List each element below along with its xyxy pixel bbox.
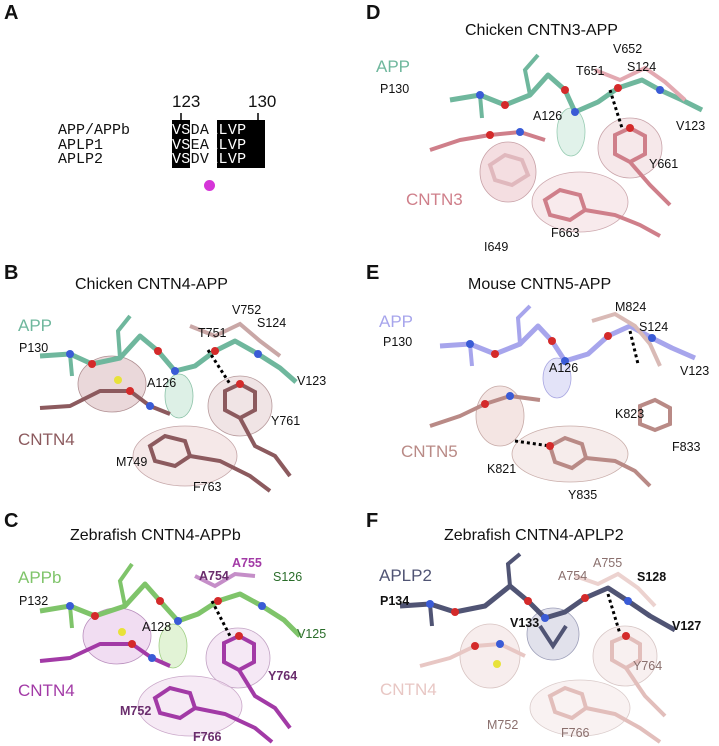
residue-label: Y835 [568, 488, 598, 502]
sequence-row: VSEALLVP [172, 136, 247, 154]
sequence-name: APLP1 [58, 136, 104, 154]
seq-variable: EA [190, 136, 210, 154]
residue-label: A755 [232, 556, 262, 570]
residue-label: V125 [297, 627, 327, 641]
partner-chain-label: APP [376, 57, 411, 76]
residue-label: V123 [680, 364, 710, 378]
seq-variable: DV [190, 151, 210, 168]
panel-letter-f: F [366, 510, 379, 532]
residue-label: K823 [615, 407, 645, 421]
residue-label: Y764 [633, 659, 663, 673]
residue-label: M752 [487, 718, 519, 732]
alignment-names: APP/APPb APLP1 APLP2 [58, 122, 131, 168]
residue-label: Y764 [268, 669, 298, 683]
panel-title: Chicken CNTN3-APP [465, 22, 618, 39]
residue-label: F766 [561, 726, 590, 740]
sequence-row: VSDVLLVP [172, 151, 247, 168]
sequence-name: APP/APPb [58, 122, 131, 139]
residue-label: P130 [380, 82, 410, 96]
residue-label: A126 [147, 376, 177, 390]
molecular-structure-d [429, 53, 704, 238]
molecular-structure-f [399, 552, 677, 744]
molecular-structure-c [39, 562, 302, 744]
panel-letter-c: C [4, 510, 19, 532]
residue-number-start: 123 [172, 92, 201, 111]
panel-letter-b: B [4, 262, 19, 284]
residue-label: M752 [120, 704, 152, 718]
residue-label: A126 [549, 361, 579, 375]
residue-label: K821 [487, 462, 517, 476]
seq-variable: DA [190, 122, 210, 139]
molecular-structure-e [429, 304, 696, 488]
cntn-chain-label: CNTN3 [406, 190, 463, 209]
residue-label: S128 [637, 570, 667, 584]
partner-chain-label: APLP2 [379, 566, 432, 585]
partner-chain-label: APP [18, 316, 53, 335]
residue-label: P134 [380, 594, 410, 608]
alignment-sequences: VSDALLVP VSEALLVP VSDVLLVP [172, 122, 247, 168]
panel-letter-e: E [366, 262, 380, 284]
residue-label: Y761 [271, 414, 301, 428]
seq-conserved: LLVP [209, 122, 247, 139]
seq-conserved: LLVP [209, 136, 247, 154]
residue-label: V123 [297, 374, 327, 388]
residue-label: V652 [613, 42, 643, 56]
residue-number-end: 130 [248, 92, 277, 111]
partner-chain-label: APPb [18, 568, 62, 587]
seq-conserved: VS [172, 136, 191, 154]
residue-label: F663 [551, 226, 580, 240]
residue-label: A754 [558, 569, 588, 583]
residue-label: V752 [232, 303, 262, 317]
residue-label: V123 [676, 119, 706, 133]
panel-title: Chicken CNTN4-APP [75, 276, 228, 293]
residue-label: M749 [116, 455, 148, 469]
molecular-structure-b [39, 314, 298, 493]
cntn-chain-label: CNTN4 [18, 681, 75, 700]
residue-label: I649 [484, 240, 509, 254]
panel-title: Mouse CNTN5-APP [468, 276, 612, 293]
partner-chain-label: APP [379, 312, 414, 331]
residue-label: V133 [510, 616, 540, 630]
residue-label: A754 [199, 569, 229, 583]
residue-label: S124 [639, 320, 669, 334]
seq-conserved: VS [172, 122, 191, 139]
panel-letter-a: A [4, 2, 19, 24]
residue-label: A126 [533, 109, 563, 123]
residue-label: Y661 [649, 157, 679, 171]
residue-label: F766 [193, 730, 222, 744]
residue-label: P130 [383, 335, 413, 349]
residue-label: S124 [257, 316, 287, 330]
cntn-chain-label: CNTN5 [401, 442, 458, 461]
residue-label: F763 [193, 480, 222, 494]
sequence-name: APLP2 [58, 151, 104, 168]
panel-title: Zebrafish CNTN4-APPb [70, 527, 241, 544]
residue-label: T651 [576, 64, 605, 78]
residue-label: P130 [19, 341, 49, 355]
residue-label: T751 [198, 326, 227, 340]
cntn-chain-label: CNTN4 [380, 680, 437, 699]
residue-label: V127 [672, 619, 702, 633]
panel-letter-d: D [366, 2, 381, 24]
residue-label: A128 [142, 620, 172, 634]
residue-label: F833 [672, 440, 701, 454]
sequence-row: VSDALLVP [172, 122, 247, 139]
residue-label: A755 [593, 556, 623, 570]
residue-label: P132 [19, 594, 49, 608]
conserved-position-dot [204, 180, 215, 191]
cntn-chain-label: CNTN4 [18, 430, 75, 449]
residue-label: S126 [273, 570, 303, 584]
residue-label: S124 [627, 60, 657, 74]
seq-conserved: VS [172, 151, 191, 168]
residue-label: M824 [615, 300, 647, 314]
panel-title: Zebrafish CNTN4-APLP2 [444, 527, 624, 544]
seq-conserved: LLVP [209, 151, 247, 168]
